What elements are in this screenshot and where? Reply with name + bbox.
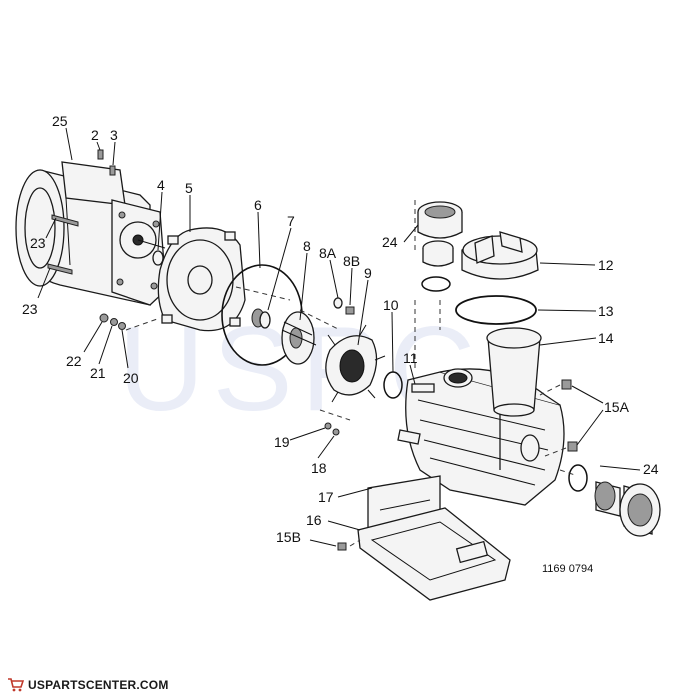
- flat-washer: [118, 322, 126, 330]
- callout-12: 12: [598, 257, 614, 273]
- strainer-lid: [461, 231, 539, 280]
- lock-washer: [110, 318, 118, 326]
- callout-23-upper: 23: [30, 235, 46, 251]
- footer: USPARTSCENTER.COM: [8, 676, 169, 694]
- shopping-cart-icon: [8, 678, 24, 692]
- callout-24-side: 24: [643, 461, 659, 477]
- drain-plug-top: [561, 379, 572, 390]
- drain-plug-washer: [332, 428, 340, 436]
- washer: [152, 250, 164, 266]
- callout-9: 9: [364, 265, 372, 281]
- alignment-lines: [125, 200, 576, 547]
- motor-bolts: [47, 214, 79, 275]
- callout-10: 10: [383, 297, 399, 313]
- callout-22: 22: [66, 353, 82, 369]
- o-ring-lid: [455, 295, 537, 325]
- motor: [15, 161, 167, 306]
- drawing-code: 1169 0794: [542, 563, 593, 575]
- callout-4: 4: [157, 177, 165, 193]
- impeller-screw: [345, 306, 355, 315]
- strainer-basket: [486, 327, 542, 417]
- callout-15b: 15B: [276, 529, 301, 545]
- callout-8a: 8A: [319, 245, 337, 261]
- callout-13: 13: [598, 303, 614, 319]
- callout-23-lower: 23: [22, 301, 38, 317]
- footer-brand[interactable]: USPARTSCENTER.COM: [28, 678, 169, 692]
- callout-15a: 15A: [604, 399, 630, 415]
- callout-19: 19: [274, 434, 290, 450]
- seal-plate: [157, 227, 246, 332]
- callout-7: 7: [287, 213, 295, 229]
- impeller-screw-washer: [333, 297, 343, 309]
- callout-8b: 8B: [343, 253, 360, 269]
- callout-21: 21: [90, 365, 106, 381]
- callout-labels: 25 2 3 4 5 6 7 8 8A 8B 9 10 11 12 13 14 …: [22, 113, 659, 545]
- diffuser: [325, 324, 386, 403]
- nut: [99, 313, 109, 323]
- callout-24-top: 24: [382, 234, 398, 250]
- union-top: [417, 201, 463, 292]
- impeller: [281, 311, 317, 365]
- callout-3: 3: [110, 127, 118, 143]
- callout-18: 18: [311, 460, 327, 476]
- callout-14: 14: [598, 330, 614, 346]
- base-screw: [337, 542, 347, 551]
- terminal-screws: [97, 149, 116, 176]
- leader-lines: [37, 127, 641, 547]
- pump-base: [357, 507, 511, 601]
- callout-2: 2: [91, 127, 99, 143]
- drain-plug: [324, 422, 332, 430]
- callout-11: 11: [403, 350, 418, 366]
- callout-25: 25: [52, 113, 68, 129]
- callout-5: 5: [185, 180, 193, 196]
- callout-16: 16: [306, 512, 322, 528]
- callout-6: 6: [254, 197, 262, 213]
- callout-20: 20: [123, 370, 139, 386]
- callout-17: 17: [318, 489, 334, 505]
- union-side: [568, 464, 661, 537]
- callout-8: 8: [303, 238, 311, 254]
- shaft-seal: [251, 308, 271, 329]
- drain-plug-bottom: [567, 441, 578, 452]
